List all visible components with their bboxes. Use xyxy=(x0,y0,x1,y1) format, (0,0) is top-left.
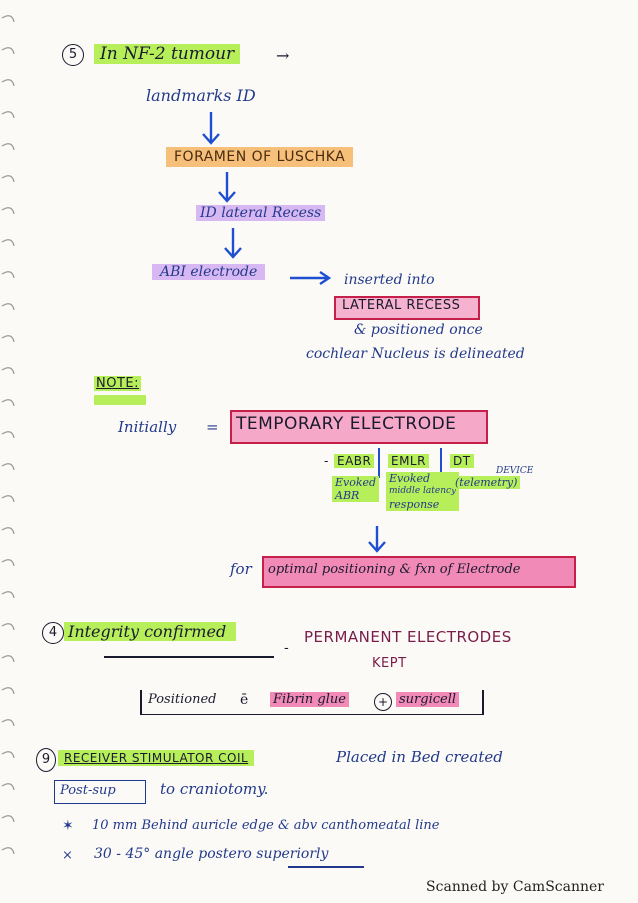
post-sup-text: Post-sup xyxy=(60,783,116,798)
step4-dash: - xyxy=(284,640,289,656)
with-symbol: ē xyxy=(240,692,249,708)
dt-expansion: (telemetry) xyxy=(452,476,521,489)
bullet-star-icon: ✶ xyxy=(62,818,74,834)
abi-electrode-label: ABI electrode xyxy=(152,264,266,280)
scanner-watermark: Scanned by CamScanner xyxy=(426,879,604,895)
for-text: for xyxy=(230,560,252,578)
step5-dash-arrow: → xyxy=(276,46,290,65)
cochlear-nucleus-text: cochlear Nucleus is delineated xyxy=(306,346,525,362)
right-arrow-icon xyxy=(290,271,332,285)
divider-2 xyxy=(440,448,442,478)
note-label: NOTE: xyxy=(94,376,141,391)
step-number-badge: 4 xyxy=(42,622,64,644)
lateral-recess-text: LATERAL RECESS xyxy=(342,298,461,313)
temporary-electrode-text: TEMPORARY ELECTRODE xyxy=(236,414,457,434)
id-lateral-recess-text: ID lateral Recess xyxy=(196,205,326,221)
placed-in-bed-text: Placed in Bed created xyxy=(336,748,503,766)
step-number-badge: 5 xyxy=(62,44,84,66)
plus-badge: + xyxy=(374,693,392,711)
bullet-1-text: 10 mm Behind auricle edge & abv canthome… xyxy=(92,818,440,833)
lateral-recess-box xyxy=(334,296,480,320)
post-sup-box xyxy=(54,780,146,804)
device-text: DEVICE xyxy=(496,466,534,476)
emlr-item: middle latency xyxy=(389,486,457,496)
landmark-text: landmarks ID xyxy=(146,86,256,105)
positioned-once-text: & positioned once xyxy=(354,322,483,338)
bullet-cross-icon: × xyxy=(62,848,73,863)
initially-text: Initially xyxy=(118,418,177,436)
permanent-electrodes-text: PERMANENT ELECTRODES xyxy=(304,628,512,646)
down-arrow-icon xyxy=(368,526,386,553)
emlr-item: response xyxy=(389,498,440,511)
surgicel-text: surgicell xyxy=(396,692,460,707)
down-arrow-icon xyxy=(224,228,242,259)
emlr-expansion: Evoked middle latency response xyxy=(386,472,460,511)
eabr-label: EABR xyxy=(334,454,375,468)
foramen-label: FORAMEN OF LUSCHKA xyxy=(166,147,354,167)
fibrin-glue-bracket xyxy=(140,690,484,715)
to-craniotomy-text: to craniotomy. xyxy=(160,780,269,798)
eabr-item: ABR xyxy=(335,489,360,502)
eabr-expansion: Evoked ABR xyxy=(332,476,380,502)
step9-heading: RECEIVER STIMULATOR COIL xyxy=(58,750,255,766)
down-arrow-icon xyxy=(218,172,236,203)
positioned-text: Positioned xyxy=(148,692,217,707)
equals-sign: = xyxy=(206,418,219,436)
temporary-electrode-box xyxy=(230,410,488,444)
optimal-positioning-text: optimal positioning & fxn of Electrode xyxy=(268,562,521,577)
divider-1 xyxy=(378,448,380,478)
down-arrow-icon xyxy=(202,112,220,145)
fibrin-glue-text: Fibrin glue xyxy=(270,692,349,707)
inserted-into-text: inserted into xyxy=(344,272,435,288)
kept-text: KEPT xyxy=(372,656,407,671)
step5-heading: In NF-2 tumour xyxy=(94,44,241,64)
step4-underline xyxy=(104,656,274,658)
dt-item: (telemetry) xyxy=(455,476,518,489)
tests-dash: - xyxy=(324,454,329,469)
eabr-item: Evoked xyxy=(335,476,377,489)
note-label-underline-highlight xyxy=(94,395,146,405)
dt-label: DT xyxy=(450,454,474,468)
emlr-label: EMLR xyxy=(388,454,429,468)
bullet-2-text: 30 - 45° angle postero superiorly xyxy=(94,846,329,862)
bullet-2-underline xyxy=(288,866,364,868)
step4-heading: Integrity confirmed xyxy=(64,622,237,641)
id-lateral-recess: ID lateral Recess xyxy=(196,205,326,221)
step-number-badge: 9 xyxy=(36,748,56,772)
optimal-positioning-box xyxy=(262,556,576,588)
spiral-binding xyxy=(1,15,15,855)
emlr-item: Evoked xyxy=(389,472,431,485)
